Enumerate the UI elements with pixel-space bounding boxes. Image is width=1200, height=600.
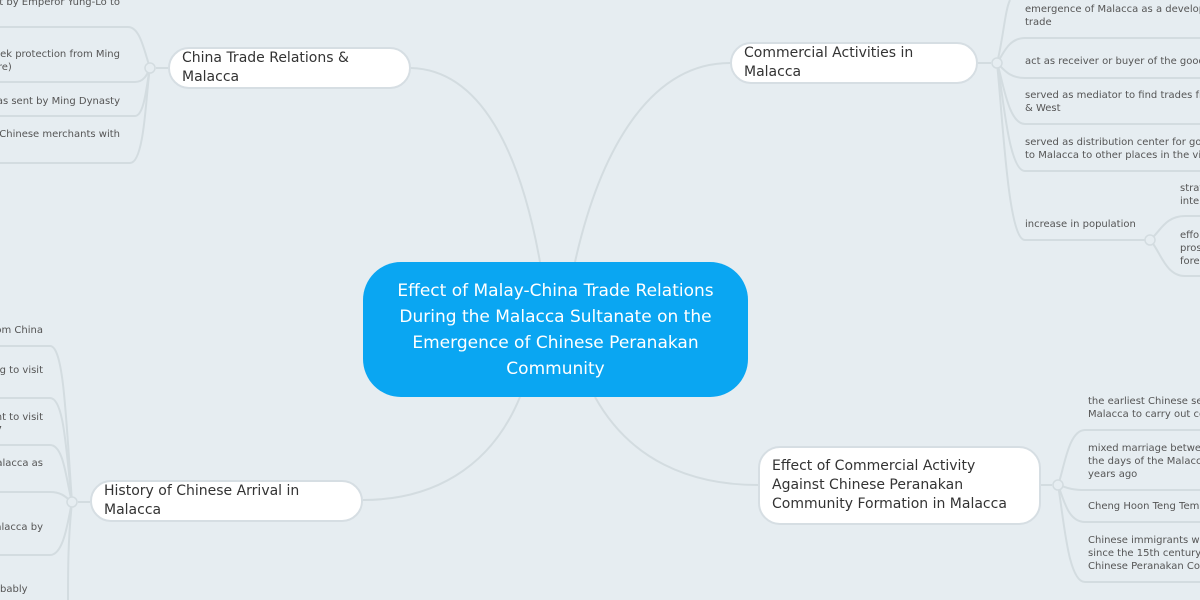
subtopic[interactable]: lalacca as bbox=[0, 457, 43, 470]
subtopic-text: ng to visit bbox=[0, 365, 43, 376]
subtopic-text: served as mediator to find trades from bbox=[1025, 90, 1200, 101]
knob-history bbox=[66, 496, 78, 508]
subtopic[interactable]: emergence of Malacca as a developed trade bbox=[1025, 3, 1200, 29]
subtopic-text: mixed marriage between bbox=[1088, 443, 1200, 454]
subtopic-text: Cheng Hoon Teng Temp bbox=[1088, 501, 1200, 512]
subtopic-text: seek protection from Ming bbox=[0, 49, 120, 60]
subtopic[interactable]: bably bbox=[0, 583, 28, 596]
subtopic-text: lalacca as bbox=[0, 458, 43, 469]
subtopic-text: nt by Emperor Yung-Lo to bbox=[0, 0, 120, 8]
subtopic-text: bably bbox=[0, 584, 28, 595]
subtopic-text: forei bbox=[1180, 256, 1200, 267]
topic-label: Commercial Activities in Malacca bbox=[744, 45, 914, 80]
subtopic-text: pire) bbox=[0, 62, 12, 73]
subtopic-text: to Malacca to other places in the vicin bbox=[1025, 150, 1200, 161]
subtopic[interactable]: strat inter bbox=[1180, 182, 1200, 208]
subtopic[interactable]: nt to visit7 bbox=[0, 411, 43, 437]
topic-commercial-activities[interactable]: Commercial Activities in Malacca bbox=[730, 42, 978, 84]
subtopic-text: y bbox=[0, 141, 120, 154]
topic-history-chinese-arrival[interactable]: History of Chinese Arrival in Malacca bbox=[90, 480, 363, 522]
link-central-china bbox=[410, 67, 541, 263]
subtopic-text: since the 15th century a bbox=[1088, 548, 1200, 559]
topic-china-trade-relations[interactable]: China Trade Relations & Malacca bbox=[168, 47, 411, 89]
knob-china bbox=[144, 62, 156, 74]
subtopic-text: alacca by bbox=[0, 522, 43, 533]
subtopic-text: Chinese Peranakan Com bbox=[1088, 561, 1200, 572]
subtopic-increase-in-population[interactable]: increase in population bbox=[1025, 218, 1136, 231]
subtopic-text: served as distribution center for good bbox=[1025, 137, 1200, 148]
topic-label: History of Chinese Arrival in Malacca bbox=[104, 483, 300, 518]
subtopic[interactable]: act as receiver or buyer of the goods bbox=[1025, 55, 1200, 68]
subtopic-text: inter bbox=[1180, 196, 1200, 207]
subtopic-text: was sent by Ming Dynasty bbox=[0, 96, 120, 107]
subtopic-text: the days of the Malacca bbox=[1088, 456, 1200, 467]
subtopic-text: Malacca to carry out cor bbox=[1088, 409, 1200, 420]
subtopic[interactable]: om China bbox=[0, 324, 43, 337]
subtopic-text: act as receiver or buyer of the goods bbox=[1025, 56, 1200, 67]
topic-effect-commercial-activity[interactable]: Effect of Commercial Activity Against Ch… bbox=[758, 446, 1041, 525]
subtopic-text: Chinese immigrants who bbox=[1088, 535, 1200, 546]
subtopic-text: pros bbox=[1180, 243, 1200, 254]
topic-label: China Trade Relations & Malacca bbox=[182, 50, 349, 85]
subtopic-text: increase in population bbox=[1025, 219, 1136, 230]
subtopic[interactable]: ng to visit bbox=[0, 364, 43, 377]
subtopic-text: trade bbox=[1025, 17, 1052, 28]
subtopic-text: nt to visit bbox=[0, 412, 43, 423]
subtopic-text: strat bbox=[1180, 183, 1200, 194]
knob-commercial bbox=[991, 57, 1003, 69]
subtopic-text: years ago bbox=[1088, 469, 1138, 480]
central-topic-label: Effect of Malay-China Trade Relations Du… bbox=[397, 280, 714, 379]
subtopic[interactable]: n Chinese merchants withy bbox=[0, 128, 120, 154]
subtopic[interactable]: was sent by Ming Dynasty bbox=[0, 95, 120, 108]
subtopic[interactable]: served as distribution center for good to… bbox=[1025, 136, 1200, 162]
topic-label: Effect of Commercial Activity Against Ch… bbox=[772, 458, 1007, 512]
knob-population bbox=[1144, 234, 1156, 246]
link-central-commercial bbox=[574, 62, 731, 263]
subtopic[interactable]: Cheng Hoon Teng Temp bbox=[1088, 500, 1200, 513]
subtopic-text: effo bbox=[1180, 230, 1200, 241]
subtopic[interactable]: nt by Emperor Yung-Lo to bbox=[0, 0, 120, 9]
subtopic-text: & West bbox=[1025, 103, 1061, 114]
subtopic[interactable]: effo pros forei bbox=[1180, 229, 1200, 268]
link-central-effect bbox=[594, 396, 759, 486]
subtopic[interactable]: served as mediator to find trades from & … bbox=[1025, 89, 1200, 115]
knob-effect bbox=[1052, 479, 1064, 491]
central-topic[interactable]: Effect of Malay-China Trade Relations Du… bbox=[363, 262, 748, 397]
subtopic[interactable]: seek protection from Ming pire) bbox=[0, 48, 120, 74]
subtopic[interactable]: alacca by bbox=[0, 521, 43, 534]
subtopic-text: n Chinese merchants with bbox=[0, 129, 120, 140]
subtopic-text: emergence of Malacca as a developed bbox=[1025, 4, 1200, 15]
subtopic-text: om China bbox=[0, 325, 43, 336]
subtopic[interactable]: mixed marriage between the days of the Ma… bbox=[1088, 442, 1200, 481]
link-central-history bbox=[362, 396, 521, 501]
subtopic[interactable]: Chinese immigrants who since the 15th cen… bbox=[1088, 534, 1200, 573]
subtopic-text: the earliest Chinese sett bbox=[1088, 396, 1200, 407]
subtopic-text: 7 bbox=[0, 424, 43, 437]
